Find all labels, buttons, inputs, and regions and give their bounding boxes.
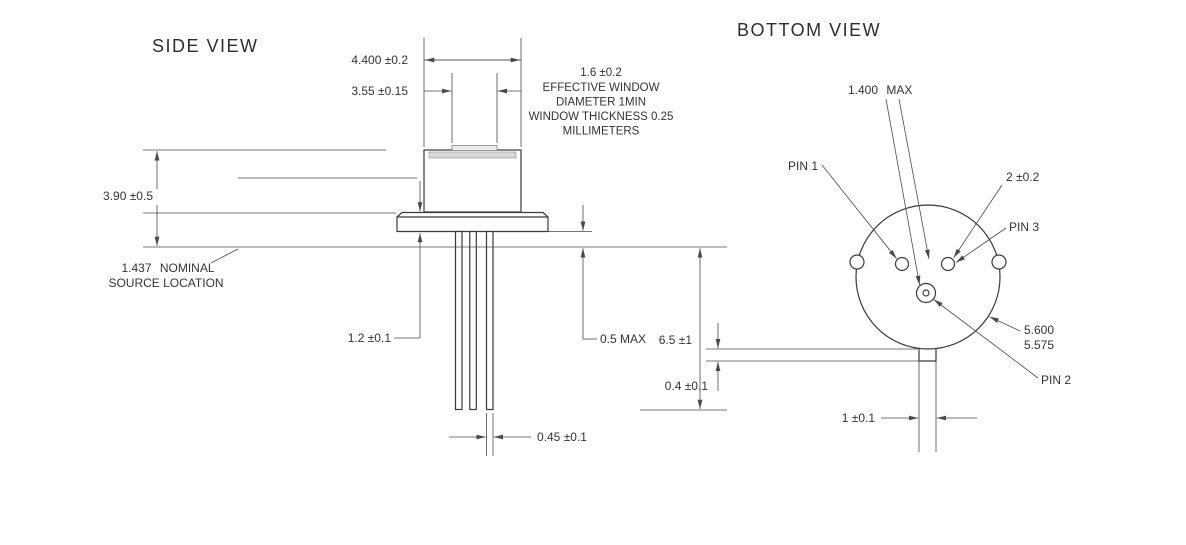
source-location-line-1: 1.437 NOMINAL: [121, 261, 214, 275]
cap-top-strip: [428, 151, 517, 159]
lead-3: [485, 230, 494, 411]
window-note-line-5: MILLIMETERS: [563, 126, 640, 138]
dim-aperture: 1.400 MAX: [848, 83, 912, 97]
body-diameter-line-1: 5.600: [1024, 323, 1054, 337]
window-note-line-1: 1.6 ±0.2: [580, 67, 621, 79]
pin2-label: PIN 2: [1041, 373, 1071, 387]
dim-package-height: 3.90 ±0.5: [103, 189, 153, 203]
bottom-view-extension-lines: [706, 348, 937, 452]
side-view-extension-lines: [143, 38, 727, 456]
window-note-line-2: EFFECTIVE WINDOW: [543, 82, 660, 94]
lead-2: [469, 230, 477, 411]
lead-1: [454, 230, 463, 411]
pin3-circle: [940, 256, 956, 272]
dim-lead-diameter: 0.45 ±0.1: [537, 430, 587, 444]
side-view-title: SIDE VIEW: [152, 36, 259, 56]
source-location-line-2: SOURCE LOCATION: [108, 276, 223, 290]
bottom-view-title: BOTTOM VIEW: [737, 20, 881, 40]
bottom-view-leader-lines: [821, 98, 1039, 379]
pin1-circle: [894, 256, 910, 272]
notch-left: [849, 254, 865, 270]
tab-outline: [918, 348, 937, 362]
side-view-package-outline: [396, 145, 549, 411]
pin2-circle-inner: [922, 289, 930, 297]
body-diameter-line-2: 5.575: [1024, 338, 1054, 352]
window-note-line-4: WINDOW THICKNESS 0.25: [529, 111, 674, 123]
pin3-label: PIN 3: [1009, 220, 1039, 234]
side-view-dimension-lines: [154, 57, 703, 440]
bottom-view-dimension-lines: [715, 323, 977, 421]
cap-window: [451, 145, 498, 151]
body-circle: [855, 204, 1001, 350]
dim-standoff: 0.5 MAX: [600, 332, 646, 346]
window-note-line-3: DIAMETER 1MIN: [556, 97, 646, 109]
dim-cap-diameter: 4.400 ±0.2: [351, 53, 408, 67]
bottom-view-package-outline: [849, 204, 1007, 362]
dim-flange-thickness: 1.2 ±0.1: [348, 331, 392, 345]
cap-outline: [423, 149, 522, 213]
dim-window-diameter: 3.55 ±0.15: [351, 84, 408, 98]
dim-tab-protrusion: 0.4 ±0.1: [665, 379, 709, 393]
flange-outline: [396, 211, 549, 233]
notch-right: [991, 254, 1007, 270]
pin1-label: PIN 1: [788, 159, 818, 173]
dim-tab-width: 1 ±0.1: [842, 411, 876, 425]
dim-lead-length: 6.5 ±1: [659, 333, 693, 347]
dim-pin-spacing: 2 ±0.2: [1006, 170, 1040, 184]
